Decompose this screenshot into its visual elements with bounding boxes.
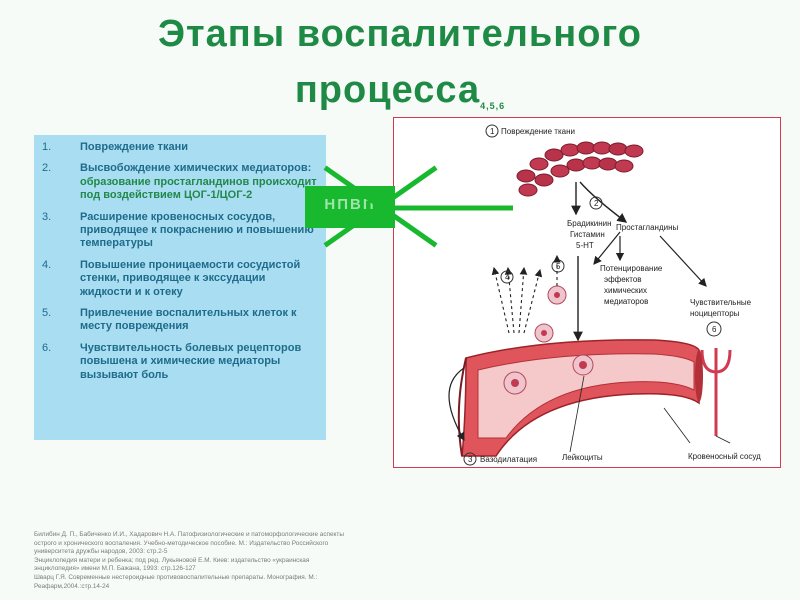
stage-number: 2. [42, 162, 52, 175]
step-5-number: 5 [556, 262, 561, 271]
label-potentiation-4: медиаторов [604, 297, 648, 306]
label-mediator-2: Гистамин [570, 230, 605, 239]
step-1-number: 1 [490, 127, 495, 136]
step-2-number: 2 [594, 199, 599, 208]
label-potentiation-1: Потенцирование [600, 264, 663, 273]
stage-text: Чувствительность болевых рецепторов повы… [80, 341, 302, 381]
label-blood-vessel: Кровеносный сосуд [688, 452, 761, 461]
label-leukocytes: Лейкоциты [562, 453, 603, 462]
title-reference-superscript: 4,5,6 [480, 101, 506, 111]
circulating-leukocytes [503, 354, 594, 395]
step-4-circle [500, 270, 514, 284]
stage-item: 6. Чувствительность болевых рецепторов по… [42, 342, 318, 382]
title-main-word: процесса [294, 69, 481, 111]
stages-list: 1. Повреждение ткани 2. Высвобождение хими… [42, 141, 318, 382]
stage-item: 4. Повышение проницаемости сосудистой сте… [42, 259, 318, 299]
reference-line: Шварц Г.Я. Современные нестероидные прот… [34, 573, 318, 581]
nsaid-blocker-bar: НПВП [305, 186, 395, 228]
arrow-to-nociceptors [659, 235, 707, 287]
damaged-tissue-cells [516, 141, 644, 197]
stage-text: Расширение кровеносных сосудов, приводящ… [80, 210, 314, 250]
step-4-number: 4 [505, 273, 510, 282]
vessel-pointer-line [663, 407, 691, 444]
stage-item: 1. Повреждение ткани [42, 141, 318, 154]
label-mediator-3: 5-HT [576, 241, 594, 250]
step-3-number: 3 [468, 455, 473, 464]
reference-line: Энциклопедия матери и ребенка; под ред. … [34, 556, 310, 564]
title-line-2: процесса4,5,6 [0, 62, 800, 118]
arrow-potentiation [593, 231, 621, 265]
leukocytes-pointer-line [569, 375, 585, 453]
references-block: Билибин Д. П., Бабиченко И.И., Хадарович… [34, 531, 394, 591]
label-prostaglandins: Простагландины [616, 223, 679, 232]
step-6-circle [706, 321, 722, 337]
reference-line: Билибин Д. П., Бабиченко И.И., Хадарович… [34, 531, 344, 538]
stage-text: Привлечение воспалительных клеток к мест… [80, 307, 297, 333]
step-1-circle [485, 124, 499, 138]
label-mediator-1: Брадикинин [567, 219, 612, 228]
nsaid-label: НПВП [324, 196, 376, 213]
label-vasodilation: Вазодилатация [480, 455, 537, 464]
reference-line: Реафарм,2004.:стр.14-24 [34, 582, 110, 590]
label-tissue-damage: Повреждение ткани [501, 127, 575, 136]
inflammation-diagram: 1 2 3 4 5 6 Повреждение ткани Брадикинин… [393, 117, 781, 468]
reference-line: энциклопедия» имени М.П. Бажана, 1993: с… [34, 565, 196, 573]
label-nociceptors-1: Чувствительные [690, 298, 752, 307]
stage-number: 5. [42, 307, 52, 320]
reference-line: университета дружбы народов, 2003: стр.2… [34, 548, 168, 556]
permeability-arrows [491, 266, 543, 334]
stage-text: Повышение проницаемости сосудистой стенк… [80, 258, 301, 298]
label-potentiation-2: эффектов [604, 275, 642, 284]
reference-line: острого и хронического воспаления. Учебн… [34, 539, 329, 547]
page-title: Этапы воспалительного процесса4,5,6 [0, 6, 800, 118]
step-3-circle [463, 452, 477, 466]
diagram-illustration: 1 2 3 4 5 6 Повреждение ткани Брадикинин… [448, 124, 761, 466]
stage-number: 4. [42, 258, 52, 271]
vasodilation-arrow [448, 367, 465, 442]
nociceptor-fork [700, 348, 732, 436]
stage-text: Повреждение ткани [80, 141, 188, 153]
stage-number: 6. [42, 341, 52, 354]
stage-highlight-text: образование простагландинов происходит п… [80, 175, 317, 202]
step-6-number: 6 [712, 325, 717, 334]
stage-item: 2. Высвобождение химических медиаторов: о… [42, 162, 318, 202]
stage-text: Высвобождение химических медиаторов: [80, 162, 312, 175]
label-potentiation-3: химических [604, 286, 647, 295]
nociceptor-pointer-line [715, 435, 731, 444]
inflammation-stages-panel: 1. Повреждение ткани 2. Высвобождение хими… [34, 135, 326, 440]
blood-vessel [457, 339, 703, 457]
stage-item: 3. Расширение кровеносных сосудов, привод… [42, 211, 318, 251]
label-nociceptors-2: ноцицепторы [690, 309, 740, 318]
stage-number: 3. [42, 210, 52, 223]
stage-number: 1. [42, 141, 52, 153]
arrow-to-prostaglandins [579, 181, 628, 223]
stage-item: 5. Привлечение воспалительных клеток к ме… [42, 307, 318, 334]
title-line-1: Этапы воспалительного [158, 13, 642, 55]
